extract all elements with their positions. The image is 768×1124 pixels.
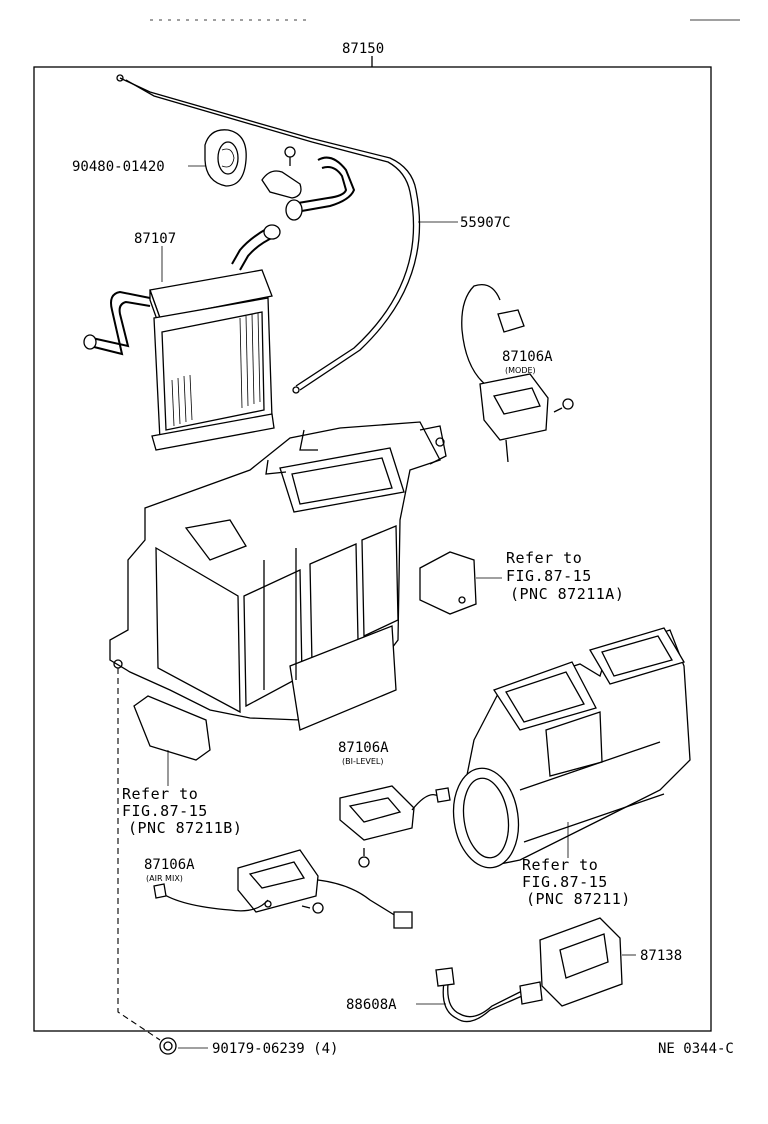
ref-right-line1: Refer to bbox=[506, 549, 582, 567]
ref-left-line3: (PNC 87211B) bbox=[128, 819, 242, 837]
servo-mode bbox=[461, 283, 574, 463]
wire-harness bbox=[416, 967, 543, 1023]
label-87138: 87138 bbox=[640, 948, 682, 964]
assembly-frame bbox=[33, 56, 712, 1032]
ref-right-line3: (PNC 87211A) bbox=[510, 585, 624, 603]
label-87107: 87107 bbox=[134, 231, 176, 247]
servo-bilevel bbox=[339, 785, 451, 868]
heater-hoses bbox=[231, 156, 356, 271]
clip-part bbox=[159, 1037, 208, 1055]
clip-leader bbox=[117, 668, 161, 1041]
label-90179-06239: 90179-06239 (4) bbox=[212, 1041, 338, 1057]
label-air-mix: (AIR MIX) bbox=[146, 874, 183, 883]
label-mode: (MODE) bbox=[505, 366, 536, 375]
control-cable bbox=[116, 74, 458, 394]
label-55907C: 55907C bbox=[460, 215, 511, 231]
label-88608A: 88608A bbox=[346, 997, 397, 1013]
ref-right-line2: FIG.87-15 bbox=[506, 567, 592, 585]
side-bracket-right bbox=[419, 551, 502, 615]
label-87150: 87150 bbox=[342, 41, 384, 57]
diagram-code: NE 0344-C bbox=[658, 1041, 734, 1057]
heater-unit-housing bbox=[109, 421, 447, 731]
grommet-part bbox=[188, 129, 247, 187]
amplifier-unit bbox=[539, 917, 636, 1007]
label-87106A-mode: 87106A bbox=[502, 349, 553, 365]
blower-duct bbox=[452, 627, 691, 869]
label-87106A-bilevel: 87106A bbox=[338, 740, 389, 756]
label-87106A-airmix: 87106A bbox=[144, 857, 195, 873]
ref-bottom-line1: Refer to bbox=[522, 856, 598, 874]
ref-left-line2: FIG.87-15 bbox=[122, 802, 208, 820]
side-bracket-left bbox=[133, 695, 211, 786]
ref-bottom-line2: FIG.87-15 bbox=[522, 873, 608, 891]
ref-bottom-line3: (PNC 87211) bbox=[526, 890, 631, 908]
label-bi-level: (BI-LEVEL) bbox=[342, 757, 383, 766]
clamp-and-screw bbox=[261, 146, 302, 199]
heater-core bbox=[83, 246, 275, 451]
label-90480-01420: 90480-01420 bbox=[72, 159, 165, 175]
ref-left-line1: Refer to bbox=[122, 785, 198, 803]
servo-airmix bbox=[153, 849, 413, 929]
